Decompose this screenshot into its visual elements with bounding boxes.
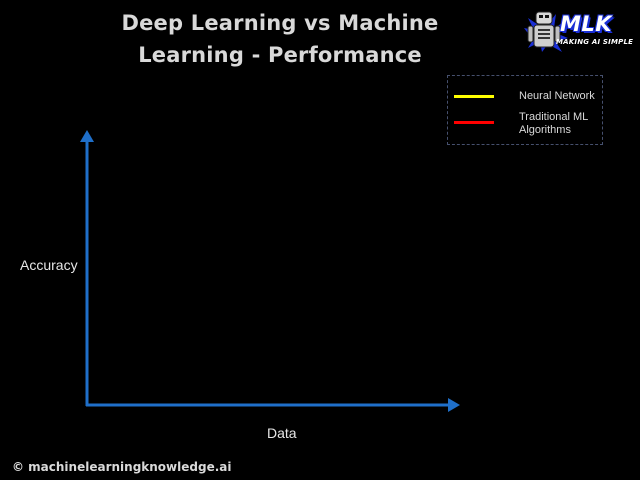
legend-swatch-neural-network (454, 95, 494, 98)
x-axis-arrowhead (448, 398, 460, 412)
copyright-footer: © machinelearningknowledge.ai (12, 460, 232, 474)
legend-swatch-traditional-ml (454, 121, 494, 124)
robot-icon (524, 11, 568, 52)
logo-tagline: MAKING AI SIMPLE (556, 38, 634, 46)
title-line-1: Deep Learning vs Machine (121, 11, 439, 35)
x-axis-label: Data (267, 425, 297, 441)
legend-label-traditional-ml: Traditional ML Algorithms (519, 111, 588, 136)
y-axis-label: Accuracy (20, 257, 78, 273)
legend: Neural Network Traditional ML Algorithms (447, 75, 603, 145)
logo-text: MLK (560, 12, 613, 36)
legend-label-neural-network: Neural Network (519, 90, 595, 102)
title-line-2: Learning - Performance (138, 43, 422, 67)
y-axis-arrowhead (80, 130, 94, 142)
